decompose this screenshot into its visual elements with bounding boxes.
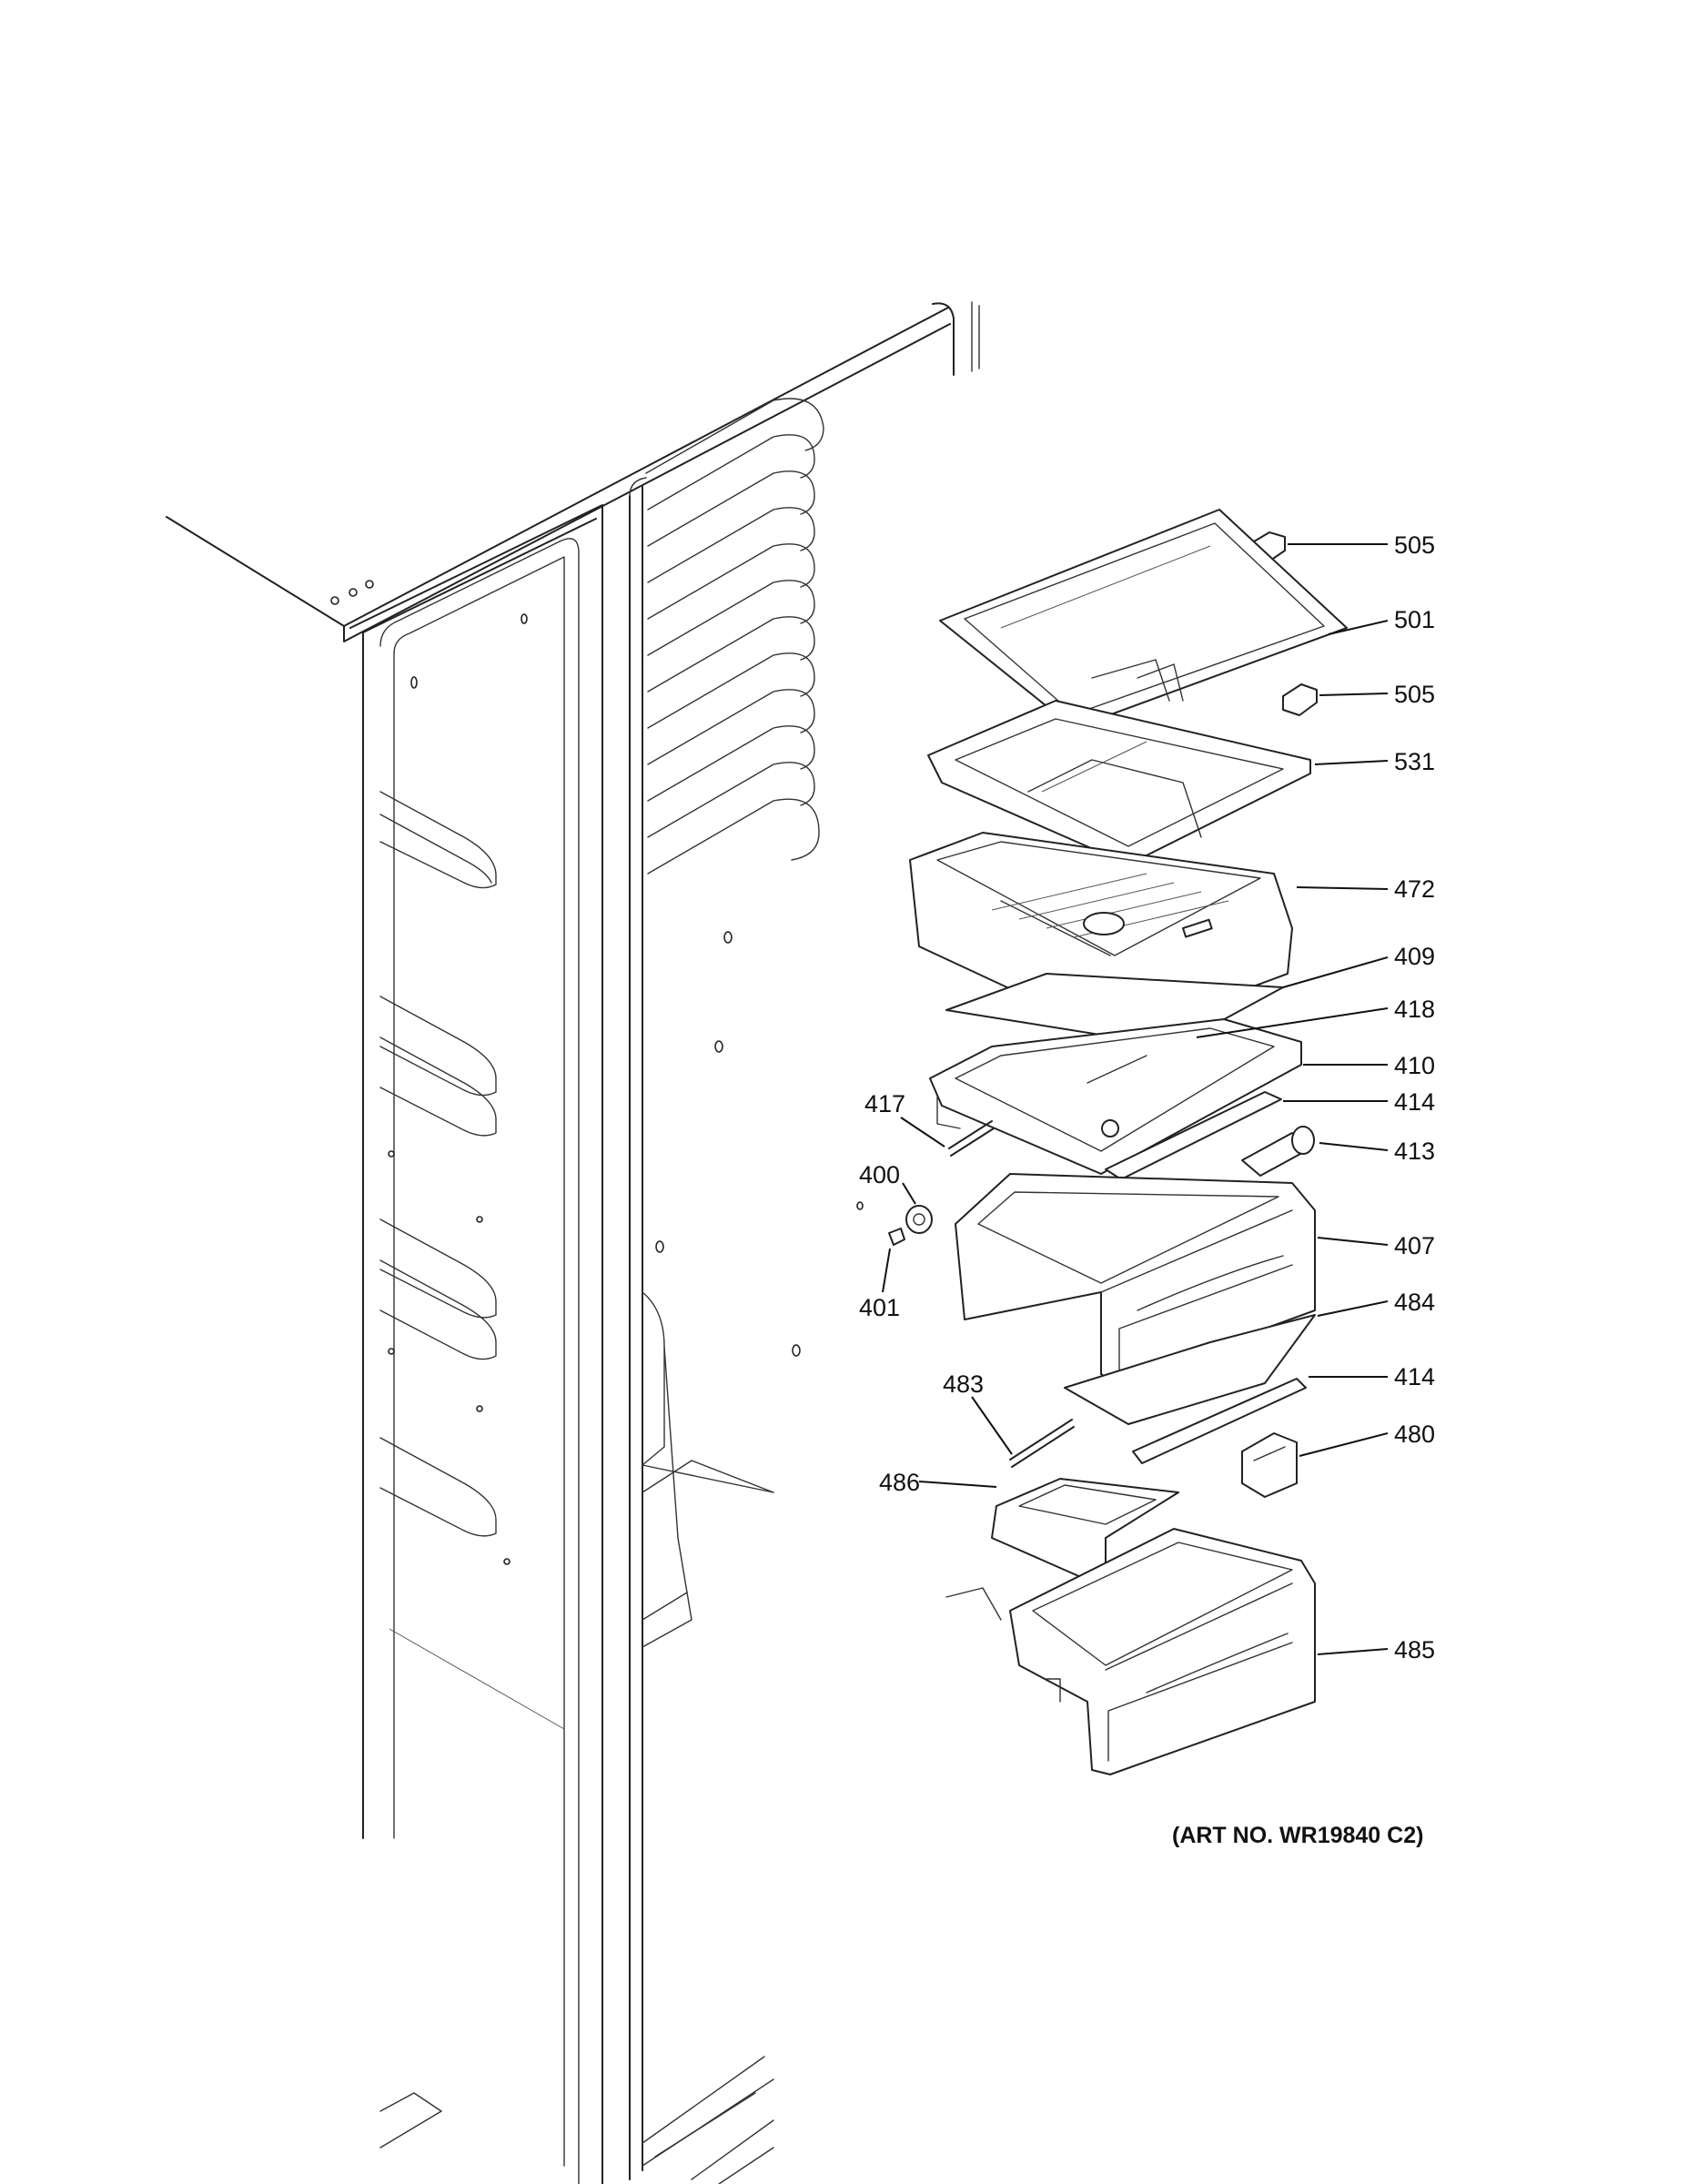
callout-401: 401 — [859, 1294, 900, 1321]
refrigerator-cabinet — [166, 301, 980, 2184]
glass-shelf-501 — [939, 509, 1348, 729]
rail-414-upper — [1105, 1091, 1282, 1180]
art-number-caption: (ART NO. WR19840 C2) — [1172, 1823, 1423, 1848]
rail-414-lower — [1132, 1378, 1307, 1464]
roller-413 — [1241, 1126, 1315, 1177]
drawer-cover-484 — [1064, 1314, 1316, 1425]
callout-413: 413 — [1394, 1138, 1435, 1165]
callout-leaders — [882, 543, 1389, 1655]
pan-cover-531 — [927, 700, 1311, 865]
callout-414-lower: 414 — [1394, 1363, 1435, 1390]
cabinet-shelf-supports — [645, 398, 824, 875]
frame-410-418 — [929, 1018, 1302, 1175]
callout-505-top: 505 — [1394, 531, 1435, 559]
callout-485: 485 — [1394, 1636, 1435, 1663]
callout-labels: 505 501 505 531 472 409 418 410 414 413 … — [859, 531, 1435, 1663]
exploded-parts — [888, 509, 1348, 1775]
shelf-clip-505-lower — [1282, 683, 1318, 716]
callout-417: 417 — [864, 1090, 905, 1117]
cabinet-lower-compartment — [642, 1291, 774, 2184]
freezer-door-bins — [379, 791, 565, 2149]
door-screws — [388, 613, 528, 1565]
callout-414-upper: 414 — [1394, 1088, 1435, 1116]
callout-483: 483 — [943, 1370, 984, 1398]
interior-mounting-holes — [655, 931, 864, 1357]
crisper-pan-407 — [955, 1173, 1316, 1384]
callout-472: 472 — [1394, 875, 1435, 903]
callout-484: 484 — [1394, 1289, 1435, 1316]
callout-409: 409 — [1394, 943, 1435, 970]
callout-418: 418 — [1394, 996, 1435, 1023]
callout-407: 407 — [1394, 1232, 1435, 1259]
rod-417 — [948, 1120, 993, 1149]
callout-400: 400 — [859, 1161, 900, 1188]
callout-410: 410 — [1394, 1052, 1435, 1079]
callout-531: 531 — [1394, 748, 1435, 775]
slide-480 — [1241, 1432, 1298, 1498]
frame-486 — [945, 1478, 1179, 1621]
callout-486: 486 — [879, 1469, 920, 1496]
rod-483 — [1009, 1419, 1073, 1461]
callout-505-lower: 505 — [1394, 681, 1435, 708]
callout-480: 480 — [1394, 1421, 1435, 1448]
screw-401 — [888, 1228, 905, 1246]
callout-501: 501 — [1394, 606, 1435, 633]
bearing-400 — [905, 1205, 933, 1234]
bottom-drawer-485 — [1009, 1528, 1316, 1775]
